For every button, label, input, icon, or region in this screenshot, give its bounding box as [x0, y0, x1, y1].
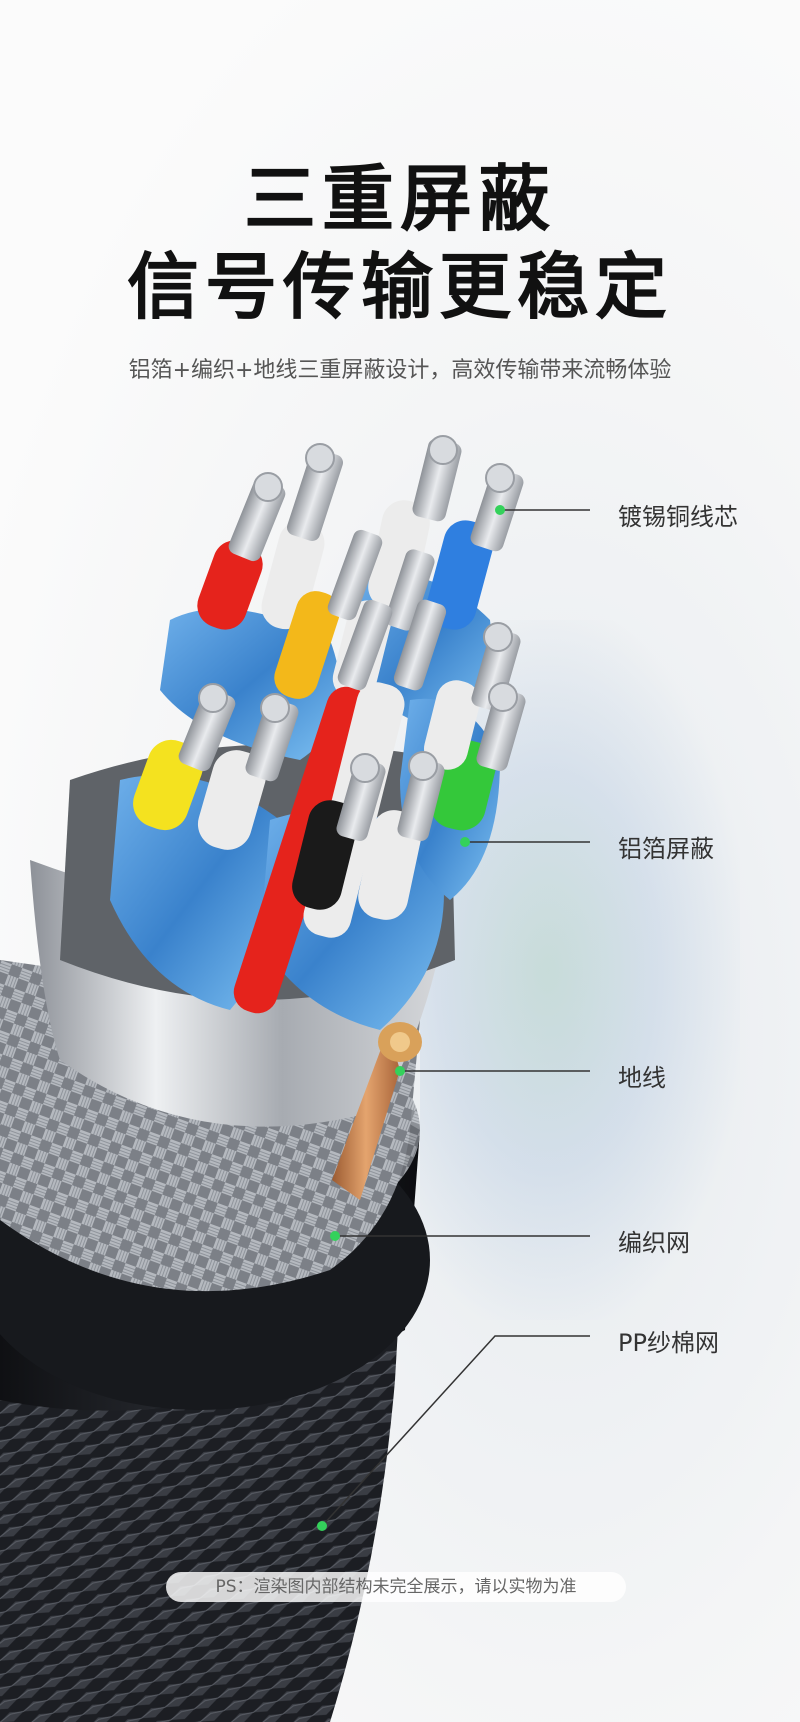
- ground-wire: [332, 1022, 422, 1200]
- callout-lines: [317, 505, 590, 1531]
- tinned-copper-conductors: [178, 435, 526, 841]
- page-title-line-2: 信号传输更稳定: [126, 245, 673, 329]
- page-title-line-1: 三重屏蔽: [243, 157, 556, 241]
- callout-label-tinned-copper: 镀锡铜线芯: [618, 503, 738, 531]
- callout-label-foil-shield: 铝箔屏蔽: [618, 835, 714, 863]
- page-subtitle: 铝箔+编织+地线三重屏蔽设计，高效传输带来流畅体验: [128, 358, 672, 383]
- render-disclaimer: PS：渲染图内部结构未完全展示，请以实物为准: [166, 1572, 626, 1602]
- cable-cross-section-illustration: [0, 435, 590, 1722]
- callout-label-braid: 编织网: [618, 1229, 690, 1257]
- callout-label-ground-wire: 地线: [618, 1064, 666, 1092]
- callout-label-pp-yarn: PP纱棉网: [618, 1329, 719, 1357]
